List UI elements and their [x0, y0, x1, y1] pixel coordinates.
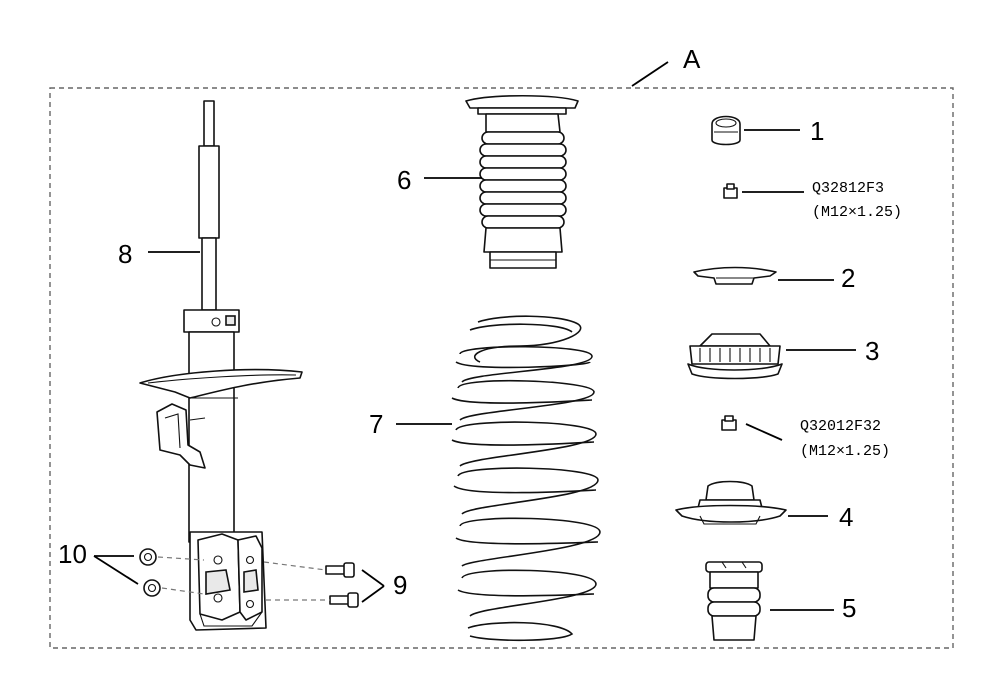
strut-assembly: [139, 100, 303, 631]
callout-5: 5: [842, 593, 856, 623]
nut-lower: [721, 415, 737, 431]
callout-10: 10: [58, 539, 87, 569]
assembly-label: A: [683, 44, 701, 74]
callout-2: 2: [841, 263, 855, 293]
dash-nut-lower: [161, 587, 205, 595]
callout-8: 8: [118, 239, 132, 269]
callout-3: 3: [865, 336, 879, 366]
assembly-frame: [49, 87, 954, 649]
nut-upper-spec: (M12×1.25): [812, 204, 902, 221]
callout-4: 4: [839, 502, 853, 532]
callout-10-leader-b: [93, 555, 139, 585]
bump-stop-5: [705, 561, 763, 641]
coil-spring-7: [451, 315, 601, 642]
nut-lower-code: Q32012F32: [800, 418, 881, 435]
nut-upper: [723, 183, 738, 199]
nut-pair-10: [139, 548, 161, 597]
strut-mount-3: [687, 333, 783, 380]
callout-1: 1: [810, 116, 824, 146]
dash-nut-upper: [157, 556, 205, 561]
nut-lower-spec: (M12×1.25): [800, 443, 890, 460]
washer-2: [693, 266, 777, 285]
callout-9-leader-b: [361, 585, 385, 603]
callout-9-leader-a: [361, 569, 385, 587]
callout-6: 6: [397, 165, 411, 195]
cap-nut-1: [711, 115, 741, 146]
callout-7: 7: [369, 409, 383, 439]
nut-lower-leader: [745, 423, 783, 441]
assembly-leader: [631, 61, 669, 87]
dust-boot-6: [465, 94, 579, 269]
dash-bolt-upper: [263, 561, 327, 571]
callout-9: 9: [393, 570, 407, 600]
spring-seat-4: [675, 480, 787, 525]
nut-upper-code: Q32812F3: [812, 180, 884, 197]
bolt-pair-9: [325, 562, 359, 608]
